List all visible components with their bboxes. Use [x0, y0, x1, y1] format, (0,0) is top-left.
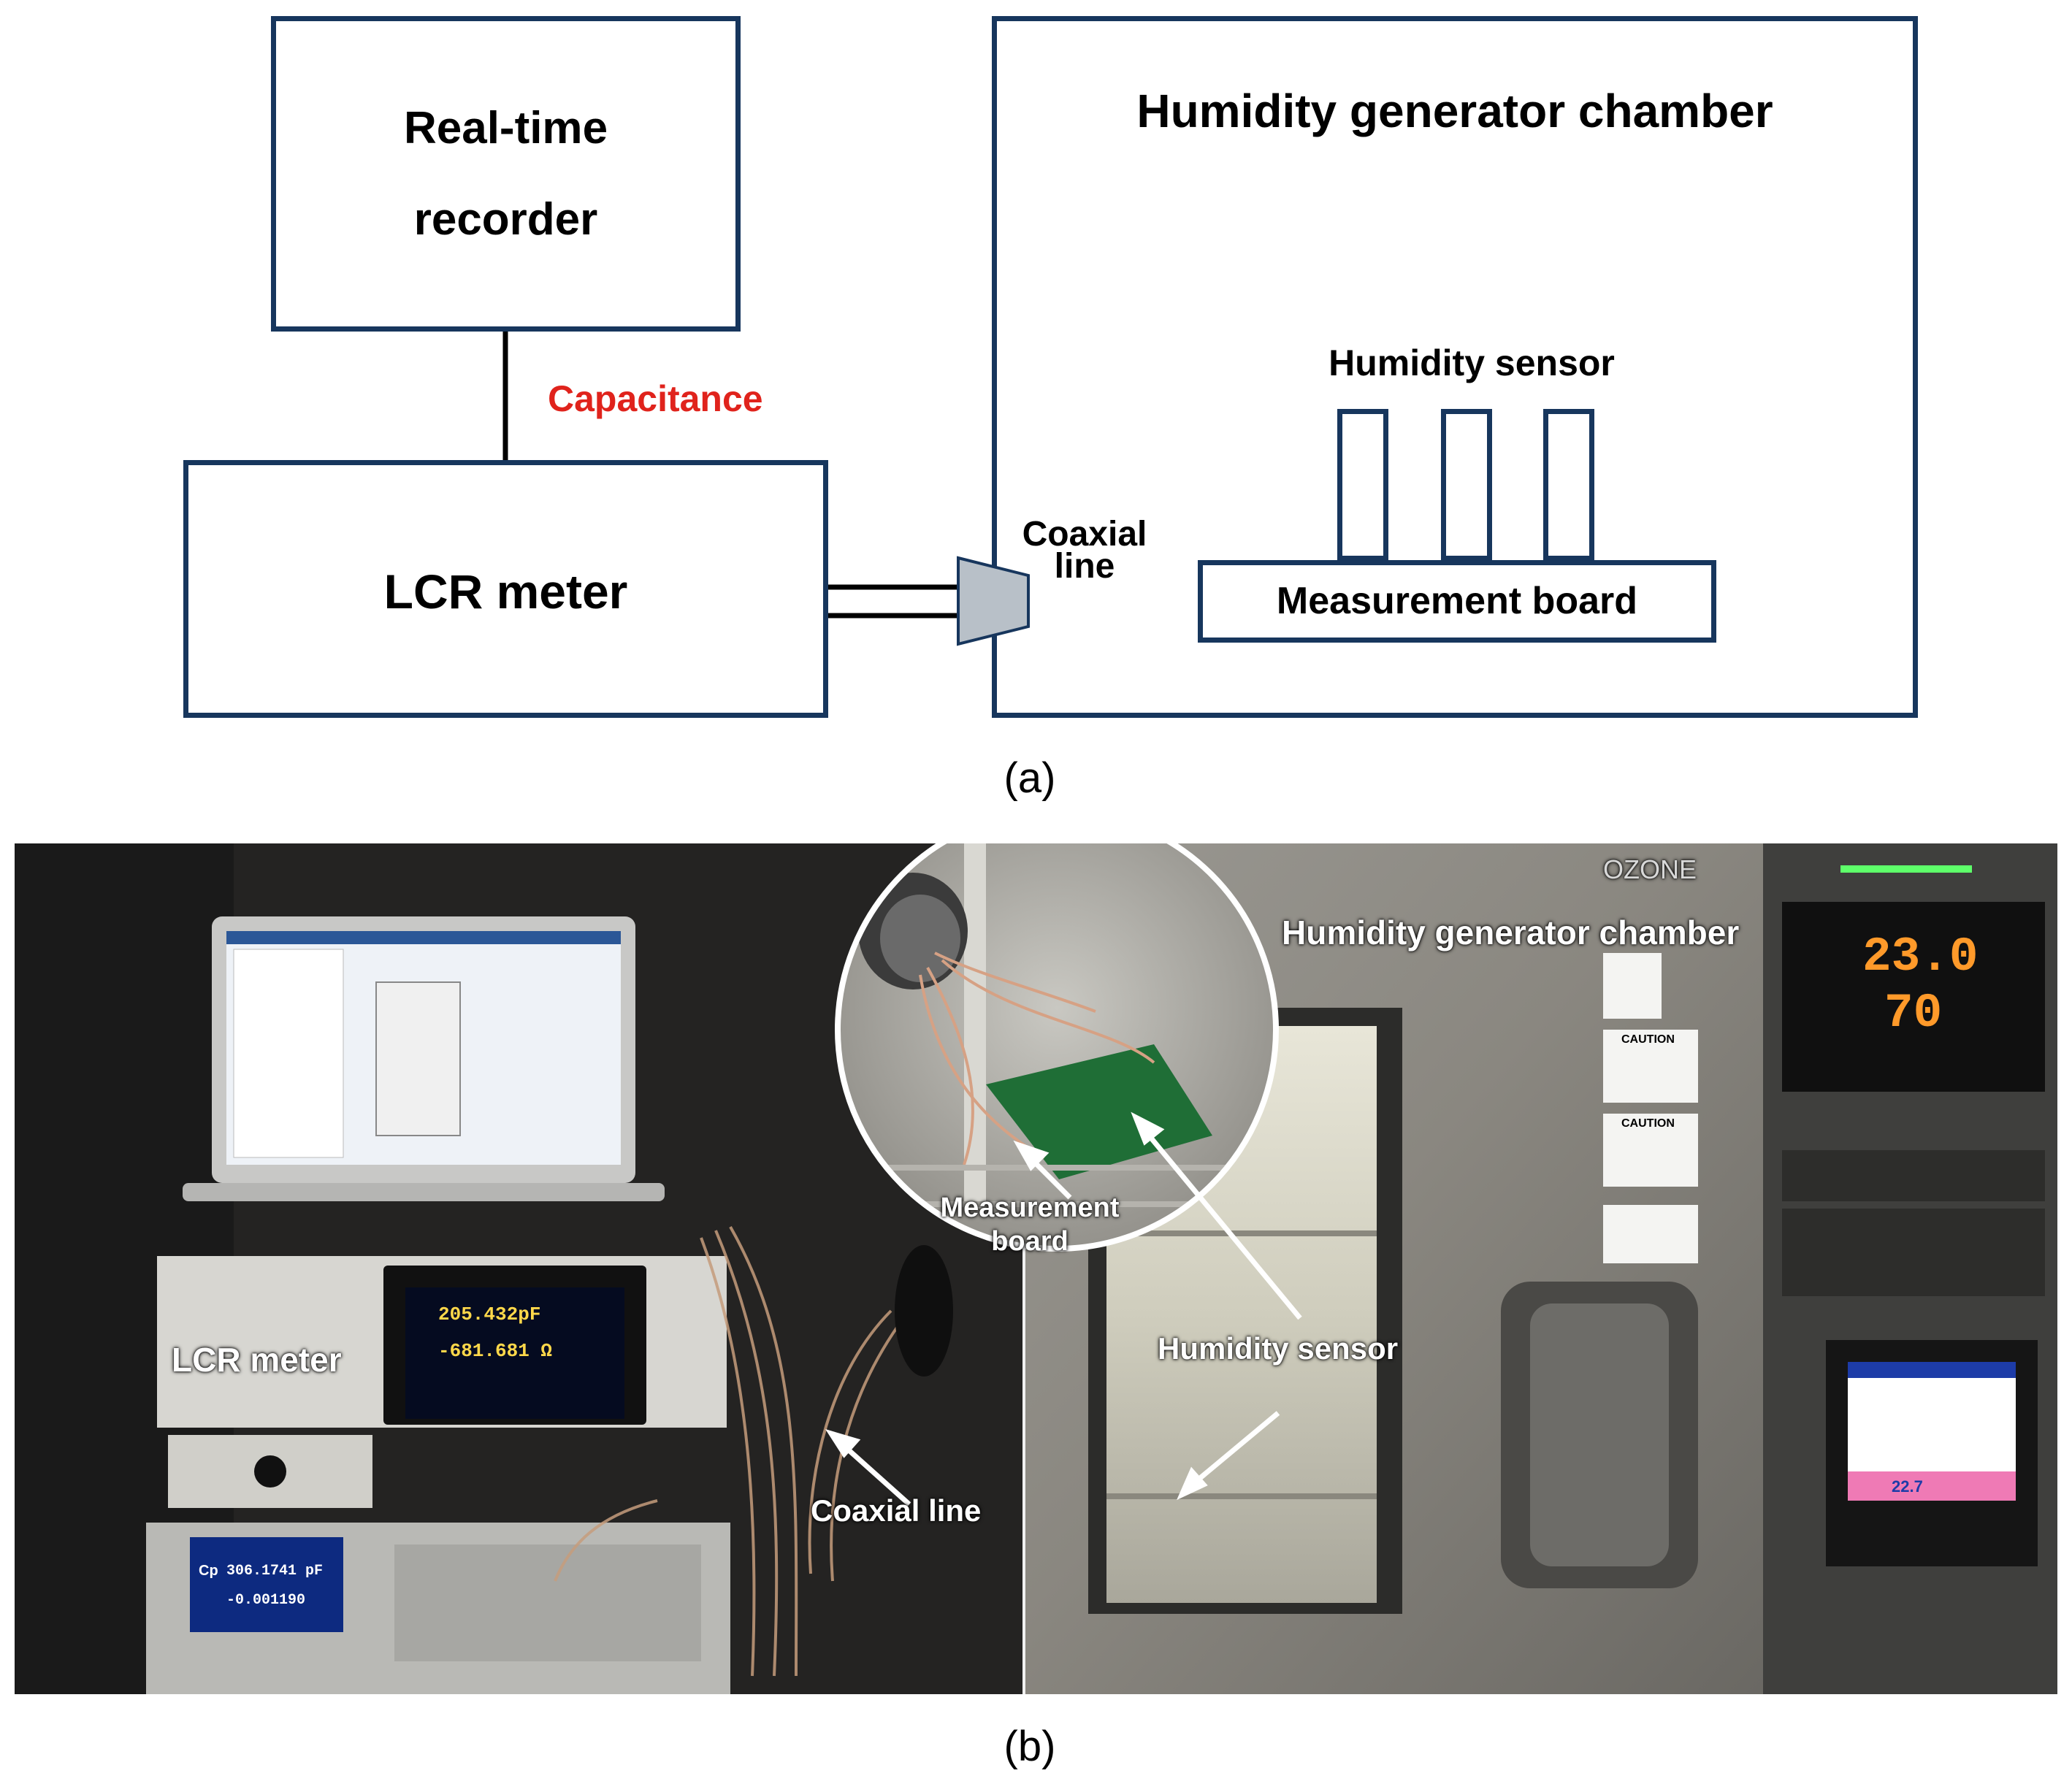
lcr-screen-value2: -681.681 Ω	[438, 1340, 553, 1362]
photo-coaxial-line-label: Coaxial line	[811, 1493, 982, 1528]
recorder-label-line2: recorder	[413, 194, 598, 245]
capacitance-label: Capacitance	[548, 378, 763, 419]
laptop	[183, 916, 665, 1201]
photo-chamber-label: Humidity generator chamber	[1282, 914, 1740, 952]
coaxial-label-line1: Coaxial	[1022, 515, 1147, 554]
caption-b: (b)	[1003, 1723, 1056, 1770]
controller-temp-readout: 23.0	[1862, 930, 1979, 984]
lcr-meter-label: LCR meter	[383, 564, 628, 619]
controller-humidity-readout: 70	[1884, 986, 1943, 1041]
photo-board-label-line1: Measurement	[940, 1192, 1120, 1223]
caution-label-2: CAUTION	[1621, 1117, 1675, 1130]
humidity-sensor-1	[1337, 409, 1388, 561]
photo-board-label-line2: board	[991, 1226, 1069, 1257]
meter2-cp-label: Cp	[199, 1563, 218, 1579]
coaxial-connector-icon	[957, 556, 1030, 646]
recorder-label-line1: Real-time	[403, 103, 608, 153]
real-time-recorder-box	[271, 16, 741, 332]
meter2-value1: 306.1741 pF	[226, 1563, 324, 1580]
brand-logo: OZONE	[1603, 854, 1697, 884]
chamber-label: Humidity generator chamber	[1136, 85, 1773, 137]
humidity-sensor-3	[1543, 409, 1594, 561]
humidity-sensor-label: Humidity sensor	[1329, 342, 1615, 383]
recorder-display-value: 22.7	[1892, 1477, 1923, 1496]
inset-circle	[835, 843, 1279, 1252]
pointer-arrows	[825, 1111, 1302, 1507]
lcr-screen-value1: 205.432pF	[438, 1303, 541, 1325]
coaxial-label-line2: line	[1054, 547, 1115, 586]
humidity-sensor-2	[1441, 409, 1492, 561]
measurement-board-label: Measurement board	[1276, 580, 1638, 622]
photo-humidity-sensor-label: Humidity sensor	[1158, 1331, 1399, 1366]
measurement-board-box	[1198, 560, 1716, 643]
experimental-setup-photo: 205.432pF -681.681 Ω Cp 306.1741 pF -0.0…	[15, 843, 2057, 1694]
caption-a: (a)	[1003, 754, 1056, 802]
lcr-meter-box	[183, 460, 828, 718]
photo-scene	[15, 843, 2057, 1694]
meter2-value2: -0.001190	[226, 1592, 306, 1609]
caution-label-1: CAUTION	[1621, 1033, 1675, 1046]
lcr-meter-instrument	[157, 1256, 727, 1508]
photo-lcr-meter-label: LCR meter	[172, 1341, 342, 1379]
precision-meter-instrument	[146, 1523, 730, 1694]
